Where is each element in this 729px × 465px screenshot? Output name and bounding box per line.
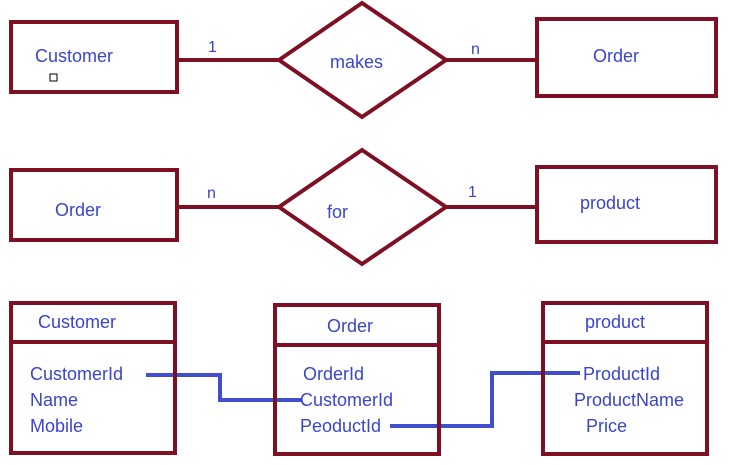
table-product: product ProductId ProductName Price: [541, 301, 709, 456]
entity-box-order: [535, 17, 718, 98]
relational-tables: Customer CustomerId Name Mobile Order Or…: [9, 301, 709, 456]
entity-box-customer: [9, 20, 179, 94]
entity-box-product: [535, 165, 718, 244]
entity-label: Order: [593, 46, 639, 66]
er-row-customer-makes-order: Customer Order makes 1 n: [9, 0, 718, 120]
selection-handle-icon: [49, 73, 58, 82]
relationship-diamond-for: [275, 147, 450, 267]
table-field: Mobile: [30, 416, 83, 436]
entity-label: Customer: [35, 46, 113, 66]
relationship-diamond-makes: [275, 0, 450, 120]
fk-link-customerid: [146, 373, 302, 402]
fk-link-productid: [390, 371, 580, 428]
table-title: Order: [327, 316, 373, 336]
table-field: OrderId: [303, 364, 364, 384]
er-row-order-for-product: Order product for n 1: [9, 147, 718, 267]
table-field: Price: [586, 416, 627, 436]
cardinality-label: n: [207, 185, 216, 202]
table-field: Name: [30, 390, 78, 410]
entity-box-order: [9, 168, 179, 242]
table-title: Customer: [38, 312, 116, 332]
table-customer: Customer CustomerId Name Mobile: [9, 301, 177, 455]
table-field: ProductId: [583, 364, 660, 384]
table-box: [273, 303, 441, 456]
table-field: ProductName: [574, 390, 684, 410]
entity-label: product: [580, 193, 640, 213]
table-field: CustomerId: [300, 390, 393, 410]
relationship-label: makes: [330, 52, 383, 72]
cardinality-label: 1: [208, 39, 217, 56]
cardinality-label: 1: [468, 184, 477, 201]
table-box: [9, 301, 177, 455]
table-field: CustomerId: [30, 364, 123, 384]
table-title: product: [585, 312, 645, 332]
table-box: [541, 301, 709, 456]
cardinality-label: n: [471, 41, 480, 58]
relationship-label: for: [327, 202, 348, 222]
table-field: PeoductId: [300, 416, 381, 436]
table-order: Order OrderId CustomerId PeoductId: [273, 303, 441, 456]
entity-label: Order: [55, 200, 101, 220]
